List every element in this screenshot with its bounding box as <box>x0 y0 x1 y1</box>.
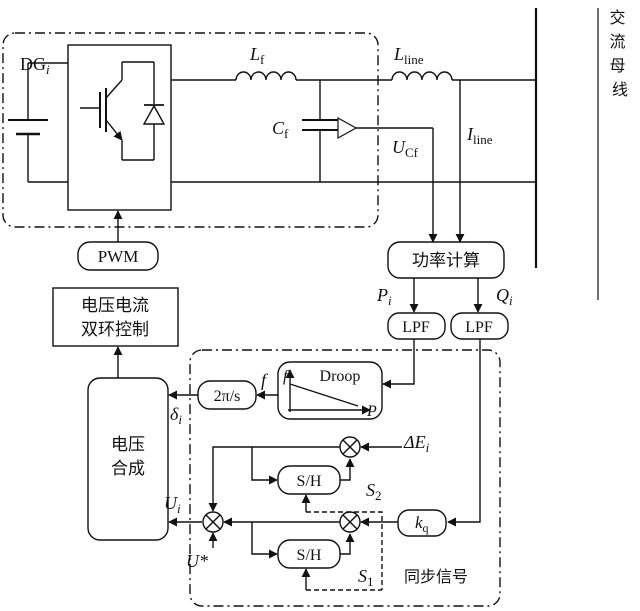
ustar-label: U* <box>186 551 208 571</box>
droop-title: Droop <box>320 368 361 385</box>
sync-line-s2 <box>306 511 383 590</box>
vi-control-line1: 电压电流 <box>81 296 149 316</box>
p-label: Pi <box>376 285 392 308</box>
diode-symbol <box>142 104 166 125</box>
inductor-lf <box>235 71 297 81</box>
inverter-box <box>67 44 172 211</box>
integrator-label: 2π/s <box>214 388 241 405</box>
cf-label: Cf <box>272 118 289 141</box>
droop-curve <box>289 383 359 407</box>
bus-label-3: 母 <box>609 56 625 75</box>
igbt-collector <box>105 79 123 99</box>
ucf-label: UCf <box>392 137 419 160</box>
bus-label-4: 线 <box>612 80 628 99</box>
lpf-q-label: LPF <box>465 319 493 336</box>
delta-e-label: ΔEi <box>403 432 430 455</box>
kq-block <box>397 509 447 537</box>
mult-bot-x2 <box>342 514 358 530</box>
mult-top-x2 <box>342 439 358 455</box>
droop-axis-f: f <box>283 368 290 385</box>
inverter-region <box>2 32 379 228</box>
sh-top-label: S/H <box>297 473 322 490</box>
voltage-synth-line1: 电压 <box>111 435 145 455</box>
vi-control-block <box>52 287 179 347</box>
u-label: Ui <box>164 493 181 516</box>
lpf-p-label: LPF <box>402 319 430 336</box>
voltage-synth-block <box>87 377 169 541</box>
power-calc-block <box>387 241 505 279</box>
droop-control-region <box>189 349 501 607</box>
vi-control-line2: 双环控制 <box>81 320 149 340</box>
lpf-q-to-kq <box>447 339 481 527</box>
droop-axis-p: P <box>366 403 377 420</box>
q-label: Qi <box>496 285 513 308</box>
sh-bottom-out <box>340 533 355 555</box>
lf-label: Lf <box>249 44 265 67</box>
lline-label: Lline <box>393 44 424 67</box>
iline-label: Iline <box>466 124 493 147</box>
kq-label: kq <box>415 513 429 535</box>
dg-label: DGi <box>20 54 50 77</box>
lpf-p-block <box>387 312 446 340</box>
summing-junction <box>202 511 224 533</box>
igbt-emitter <box>105 119 123 141</box>
s1-label: S1 <box>358 566 374 589</box>
pwm-label: PWM <box>98 247 139 266</box>
s2-label: S2 <box>366 480 382 503</box>
power-calc-label: 功率计算 <box>412 251 480 271</box>
feed-to-sh-top <box>251 447 278 485</box>
sh-bottom-label: S/H <box>297 547 322 564</box>
voltage-synth-line2: 合成 <box>111 459 145 479</box>
voltage-sensor <box>337 116 358 140</box>
lpf-p-to-droop <box>382 339 415 389</box>
bus-label-1: 交 <box>609 8 625 27</box>
svg-text:交 流 母 线: 交 流 母 线 <box>609 8 630 99</box>
bus-label-2: 流 <box>609 32 625 51</box>
droop-block <box>277 361 383 420</box>
mult-top-to-sum <box>208 446 340 512</box>
sum-x2 <box>205 514 221 530</box>
sh-top-out <box>340 458 355 481</box>
inductor-lline <box>391 71 453 81</box>
f-signal-label: f <box>261 370 269 390</box>
sync-signal-label: 同步信号 <box>404 567 468 586</box>
feed-to-sh-bottom <box>251 522 278 559</box>
delta-label: δi <box>170 404 182 427</box>
